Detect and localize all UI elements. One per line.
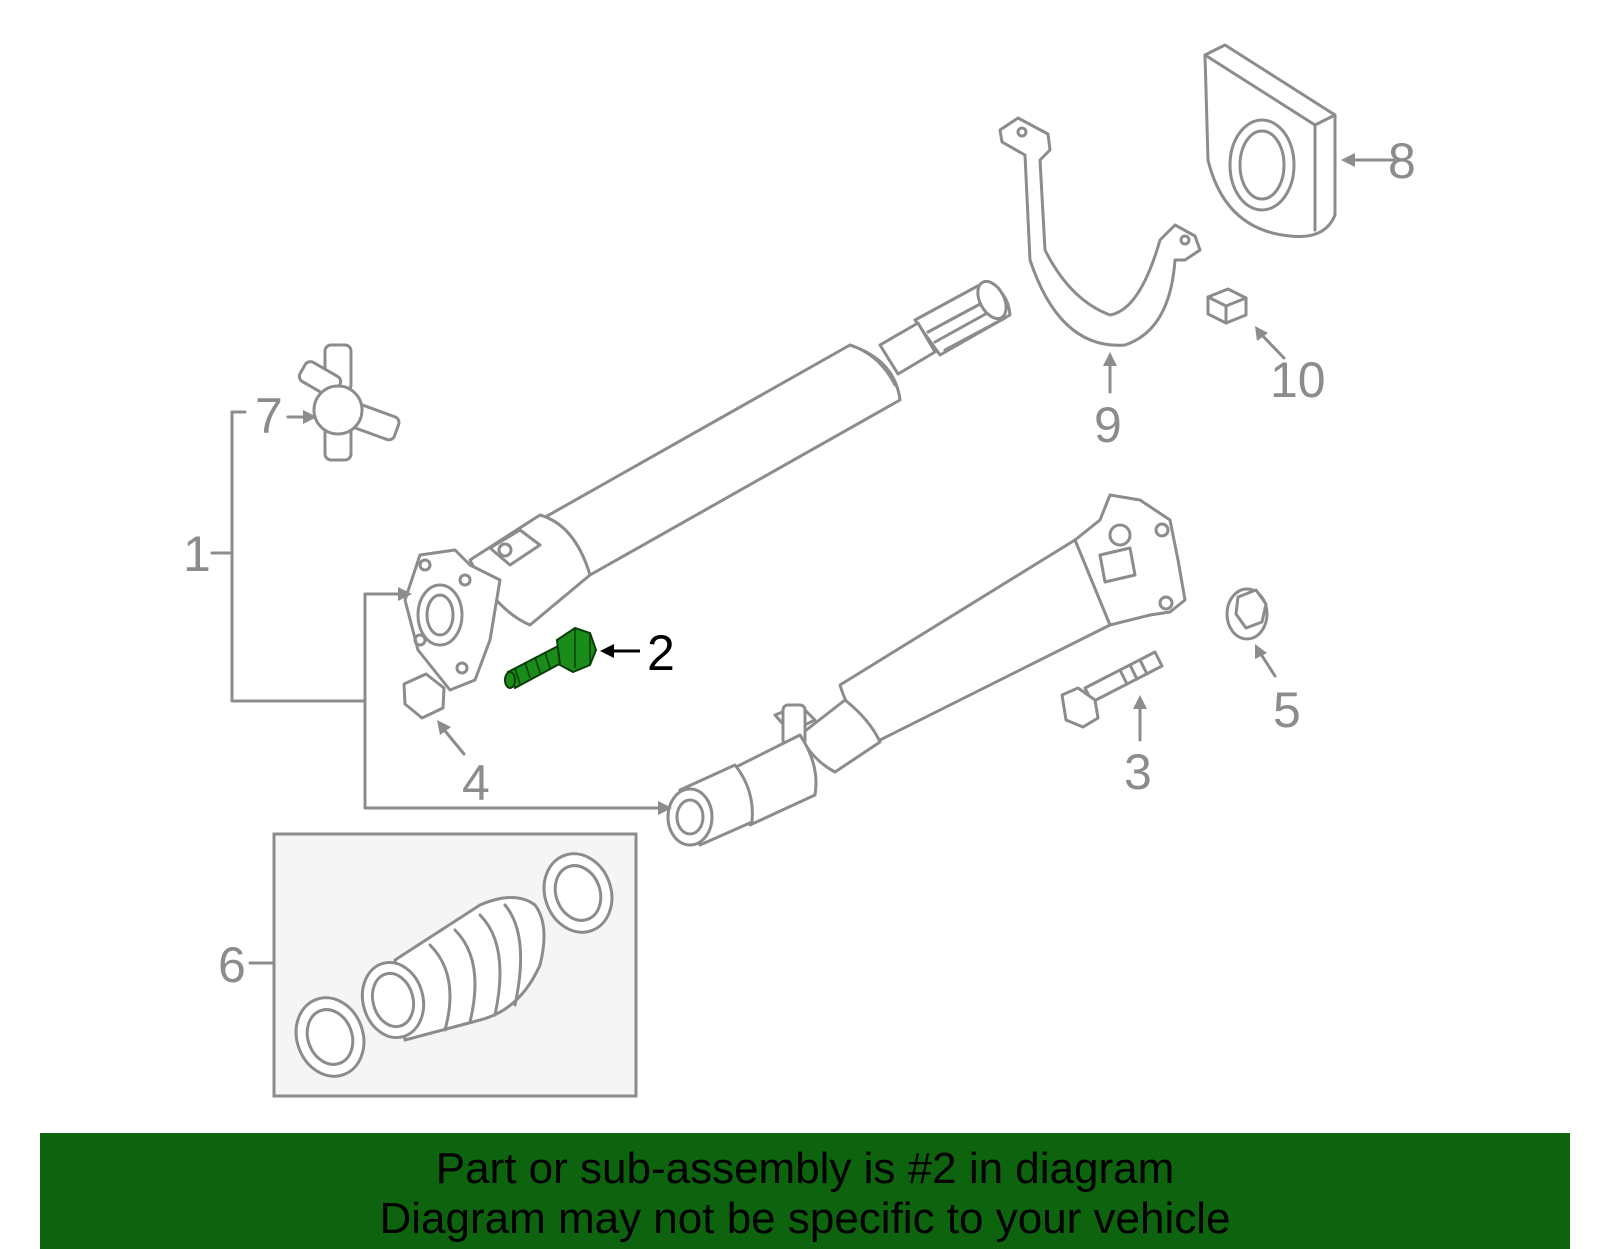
- callout-7: 7: [255, 388, 283, 444]
- callout-6: 6: [218, 937, 246, 993]
- part-6-boot-kit: [272, 832, 638, 1098]
- lower-drive-shaft: [666, 493, 1187, 847]
- banner-line-1: Part or sub-assembly is #2 in diagram: [435, 1144, 1175, 1193]
- callout-9: 9: [1094, 397, 1122, 453]
- callout-1: 1: [183, 526, 211, 582]
- leader-lines: [210, 153, 1397, 965]
- part-2-flange-bolt[interactable]: [504, 626, 598, 690]
- callout-5: 5: [1273, 682, 1301, 738]
- callout-4: 4: [462, 755, 490, 811]
- info-banner: Part or sub-assembly is #2 in diagram Di…: [40, 1133, 1570, 1249]
- callout-10: 10: [1270, 352, 1326, 408]
- part-3-bolt: [1060, 650, 1164, 729]
- part-4-nut: [402, 672, 446, 720]
- part-9-support-bracket: [998, 116, 1202, 347]
- banner-line-2: Diagram may not be specific to your vehi…: [379, 1194, 1231, 1243]
- upper-drive-shaft: [403, 279, 1012, 692]
- callout-3: 3: [1124, 744, 1152, 800]
- callout-2: 2: [647, 625, 675, 681]
- part-10-nut: [1206, 287, 1248, 325]
- callout-8: 8: [1388, 133, 1416, 189]
- part-8-center-bearing: [1203, 43, 1337, 239]
- part-7-universal-joint: [297, 343, 401, 462]
- part-5-flange-nut: [1225, 587, 1269, 641]
